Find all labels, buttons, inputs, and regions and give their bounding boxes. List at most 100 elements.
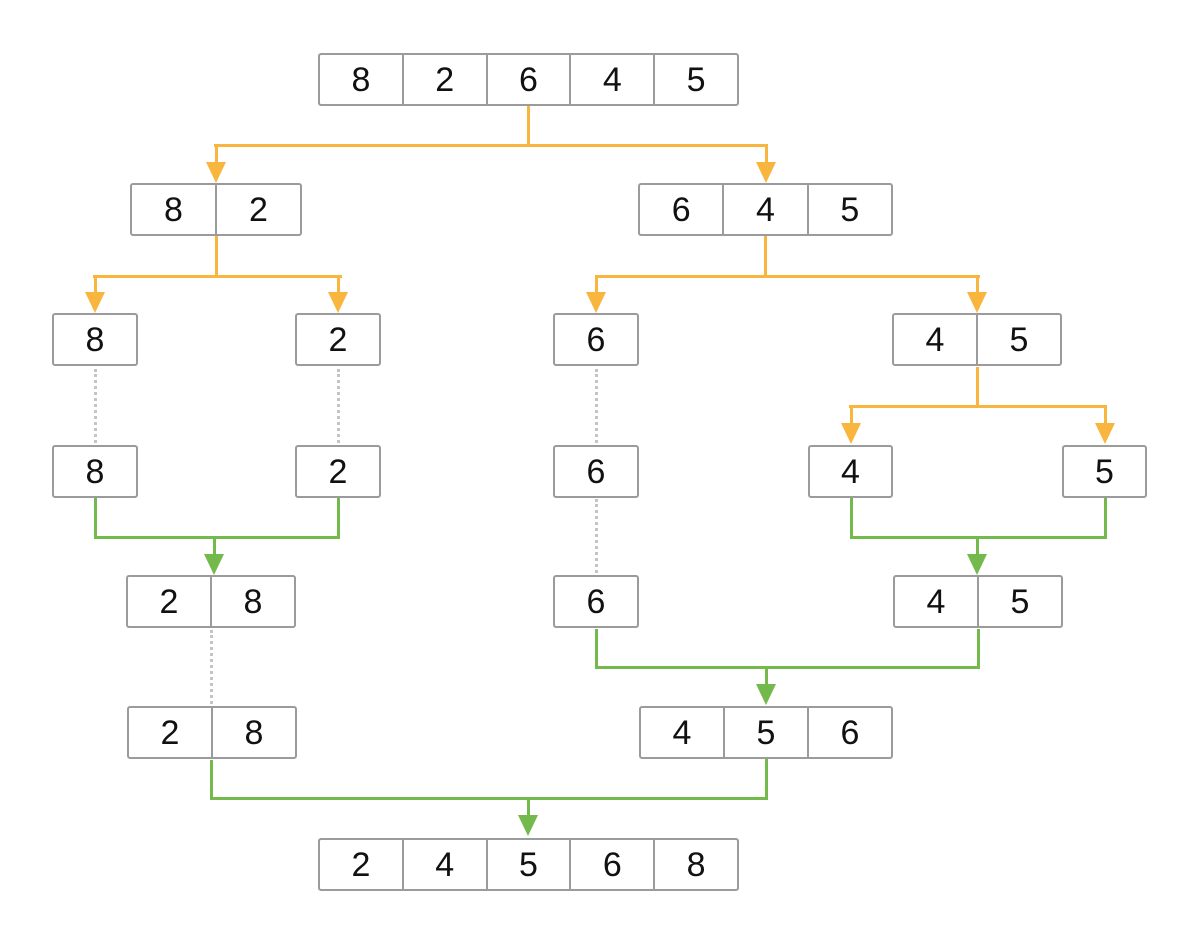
node-l3-2: 2 <box>295 445 381 498</box>
split-drop <box>850 407 853 423</box>
split-arrowhead-icon <box>756 162 776 183</box>
array-cell: 8 <box>210 577 294 626</box>
array-cell: 8 <box>85 320 105 359</box>
carry-down-dotted-line <box>595 499 598 573</box>
split-stem-root <box>527 105 530 146</box>
merge-riser <box>595 629 598 669</box>
node-root: 8 2 6 4 5 <box>318 53 739 106</box>
array-cell: 5 <box>723 708 807 757</box>
node-l3-8: 8 <box>52 445 138 498</box>
split-drop <box>337 277 340 293</box>
split-arrowhead-icon <box>85 292 105 313</box>
merge-bar <box>850 536 1107 539</box>
array-cell: 8 <box>351 60 371 99</box>
node-l3-5: 5 <box>1062 445 1147 498</box>
node-l3-4: 4 <box>808 445 893 498</box>
node-l2-6: 6 <box>553 313 639 366</box>
array-cell: 8 <box>85 452 105 491</box>
array-cell: 4 <box>925 320 945 359</box>
array-cell: 4 <box>841 452 860 491</box>
merge-drop <box>765 669 768 685</box>
merge-arrowhead-icon <box>967 554 987 575</box>
node-l5-456: 4 5 6 <box>639 706 893 759</box>
array-cell: 4 <box>569 55 653 104</box>
node-sorted: 2 4 5 6 8 <box>318 838 739 891</box>
split-arrowhead-icon <box>206 162 226 183</box>
merge-bar <box>210 797 768 800</box>
array-cell: 6 <box>586 320 606 359</box>
merge-drop <box>213 539 216 555</box>
node-l1-right: 6 4 5 <box>638 183 893 236</box>
merge-drop <box>976 539 979 555</box>
node-l2-45: 4 5 <box>892 313 1062 366</box>
array-cell: 5 <box>976 315 1060 364</box>
array-cell: 6 <box>807 708 891 757</box>
array-cell: 4 <box>672 713 692 752</box>
carry-down-dotted-line <box>210 630 213 704</box>
array-cell: 4 <box>401 840 486 889</box>
node-l2-8: 8 <box>52 313 138 366</box>
split-stem-l2-45 <box>976 367 979 407</box>
merge-riser <box>210 760 213 800</box>
split-drop <box>94 277 97 293</box>
array-cell: 6 <box>586 582 606 621</box>
node-l2-2: 2 <box>295 313 381 366</box>
carry-down-dotted-line <box>94 369 97 443</box>
merge-arrowhead-icon <box>204 554 224 575</box>
array-cell: 2 <box>351 845 371 884</box>
node-l5-28: 2 8 <box>127 706 297 759</box>
split-arrowhead-icon <box>1095 423 1115 444</box>
node-l1-left: 8 2 <box>130 183 302 236</box>
array-cell: 2 <box>401 55 486 104</box>
array-cell: 4 <box>722 185 806 234</box>
split-bar-l1-left <box>93 275 342 278</box>
merge-drop <box>527 800 530 816</box>
merge-riser <box>850 497 853 539</box>
split-drop <box>976 277 979 293</box>
node-l3-6: 6 <box>553 445 639 498</box>
node-l4-28: 2 8 <box>126 575 296 628</box>
split-arrowhead-icon <box>328 292 348 313</box>
array-cell: 8 <box>164 190 183 229</box>
split-stem-l1-left <box>215 236 218 277</box>
array-cell: 2 <box>328 320 348 359</box>
split-stem-l1-right <box>764 236 767 277</box>
array-cell: 2 <box>159 582 179 621</box>
array-cell: 2 <box>160 713 180 752</box>
split-arrowhead-icon <box>841 423 861 444</box>
split-bar-root <box>214 144 768 147</box>
array-cell: 2 <box>328 452 348 491</box>
merge-riser <box>977 629 980 669</box>
split-drop <box>1104 407 1107 423</box>
carry-down-dotted-line <box>337 369 340 443</box>
split-drop <box>595 277 598 293</box>
merge-bar <box>94 536 340 539</box>
split-arrowhead-icon <box>967 292 987 313</box>
carry-down-dotted-line <box>595 369 598 443</box>
node-l4-45: 4 5 <box>893 575 1063 628</box>
array-cell: 2 <box>215 185 300 234</box>
array-cell: 5 <box>485 840 570 889</box>
split-arrowhead-icon <box>586 292 606 313</box>
split-drop-right <box>765 146 768 163</box>
split-drop-left <box>215 146 218 163</box>
merge-riser <box>94 497 97 539</box>
merge-riser <box>765 759 768 800</box>
merge-riser <box>337 497 340 539</box>
merge-arrowhead-icon <box>518 815 538 836</box>
node-l4-6: 6 <box>553 575 639 628</box>
array-cell: 5 <box>1095 452 1114 491</box>
array-cell: 6 <box>671 190 691 229</box>
array-cell: 8 <box>211 708 295 757</box>
merge-riser <box>1104 497 1107 539</box>
merge-arrowhead-icon <box>756 684 776 705</box>
split-bar-l1-right <box>595 275 980 278</box>
array-cell: 4 <box>926 582 946 621</box>
array-cell: 5 <box>806 185 891 234</box>
array-cell: 5 <box>653 55 737 104</box>
array-cell: 6 <box>485 55 570 104</box>
merge-bar <box>595 666 980 669</box>
array-cell: 6 <box>569 840 653 889</box>
split-bar-l2-45 <box>849 405 1107 408</box>
